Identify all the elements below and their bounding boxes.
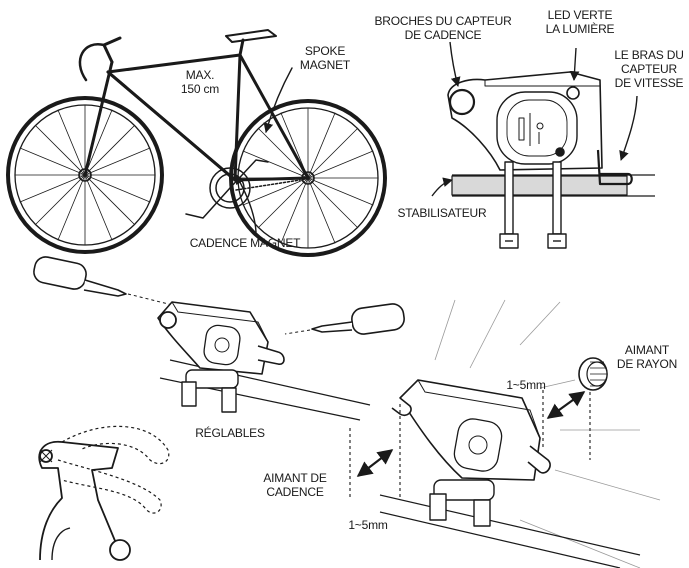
label-max-height: MAX. 150 cm bbox=[180, 68, 220, 96]
bike-frame bbox=[78, 29, 310, 182]
label-cadence-magnet: CADENCE MAGNET bbox=[189, 236, 301, 250]
label-spoke-magnet: SPOKE MAGNET bbox=[299, 44, 351, 72]
crankset bbox=[185, 159, 301, 219]
install-chainstay bbox=[379, 494, 641, 568]
sensor-face-marks bbox=[518, 113, 544, 146]
side-view-pointers bbox=[431, 41, 638, 197]
spoke-magnet-icon bbox=[578, 357, 608, 391]
label-gap-bottom: 1~5mm bbox=[348, 518, 388, 532]
cadence-pin bbox=[448, 88, 476, 116]
sensor-face bbox=[496, 91, 578, 165]
sensor-adjust-view bbox=[33, 256, 405, 421]
led-window bbox=[566, 86, 580, 100]
gap-arrow-spoke bbox=[546, 391, 586, 419]
label-aimant-rayon: AIMANT DE RAYON bbox=[616, 343, 678, 371]
sensor-side-view bbox=[431, 41, 655, 249]
gap-arrow-cadence bbox=[356, 449, 394, 477]
sensor-install-view bbox=[349, 299, 661, 568]
install-spokes bbox=[434, 299, 661, 568]
adjust-zip-ties bbox=[181, 369, 239, 413]
speed-sensor-arm bbox=[596, 149, 628, 186]
label-led: LED VERTE LA LUMIÈRE bbox=[545, 8, 615, 36]
label-reglables: RÉGLABLES bbox=[195, 426, 265, 440]
bicycle-illustration bbox=[6, 29, 387, 257]
zip-tie-right bbox=[547, 161, 567, 249]
crank-arm-illustration bbox=[38, 425, 170, 561]
gap-guides bbox=[349, 390, 591, 500]
label-aimant-cadence: AIMANT DE CADENCE bbox=[263, 471, 327, 499]
label-bras: LE BRAS DU CAPTEUR DE VITESSE bbox=[614, 48, 684, 90]
install-zip-ties bbox=[429, 479, 495, 527]
zip-tie-left bbox=[499, 161, 519, 249]
install-cadence-pin bbox=[391, 397, 412, 417]
label-gap-top: 1~5mm bbox=[506, 378, 546, 392]
label-stabilisateur: STABILISATEUR bbox=[397, 206, 487, 220]
screwdriver-left bbox=[33, 256, 127, 297]
spoke-magnet-pointer bbox=[263, 67, 293, 133]
screwdriver-right bbox=[311, 303, 405, 335]
cadence-magnet-pointer bbox=[235, 174, 257, 233]
label-broches: BROCHES DU CAPTEUR DE CADENCE bbox=[374, 14, 512, 42]
install-speed-arm bbox=[527, 445, 551, 474]
